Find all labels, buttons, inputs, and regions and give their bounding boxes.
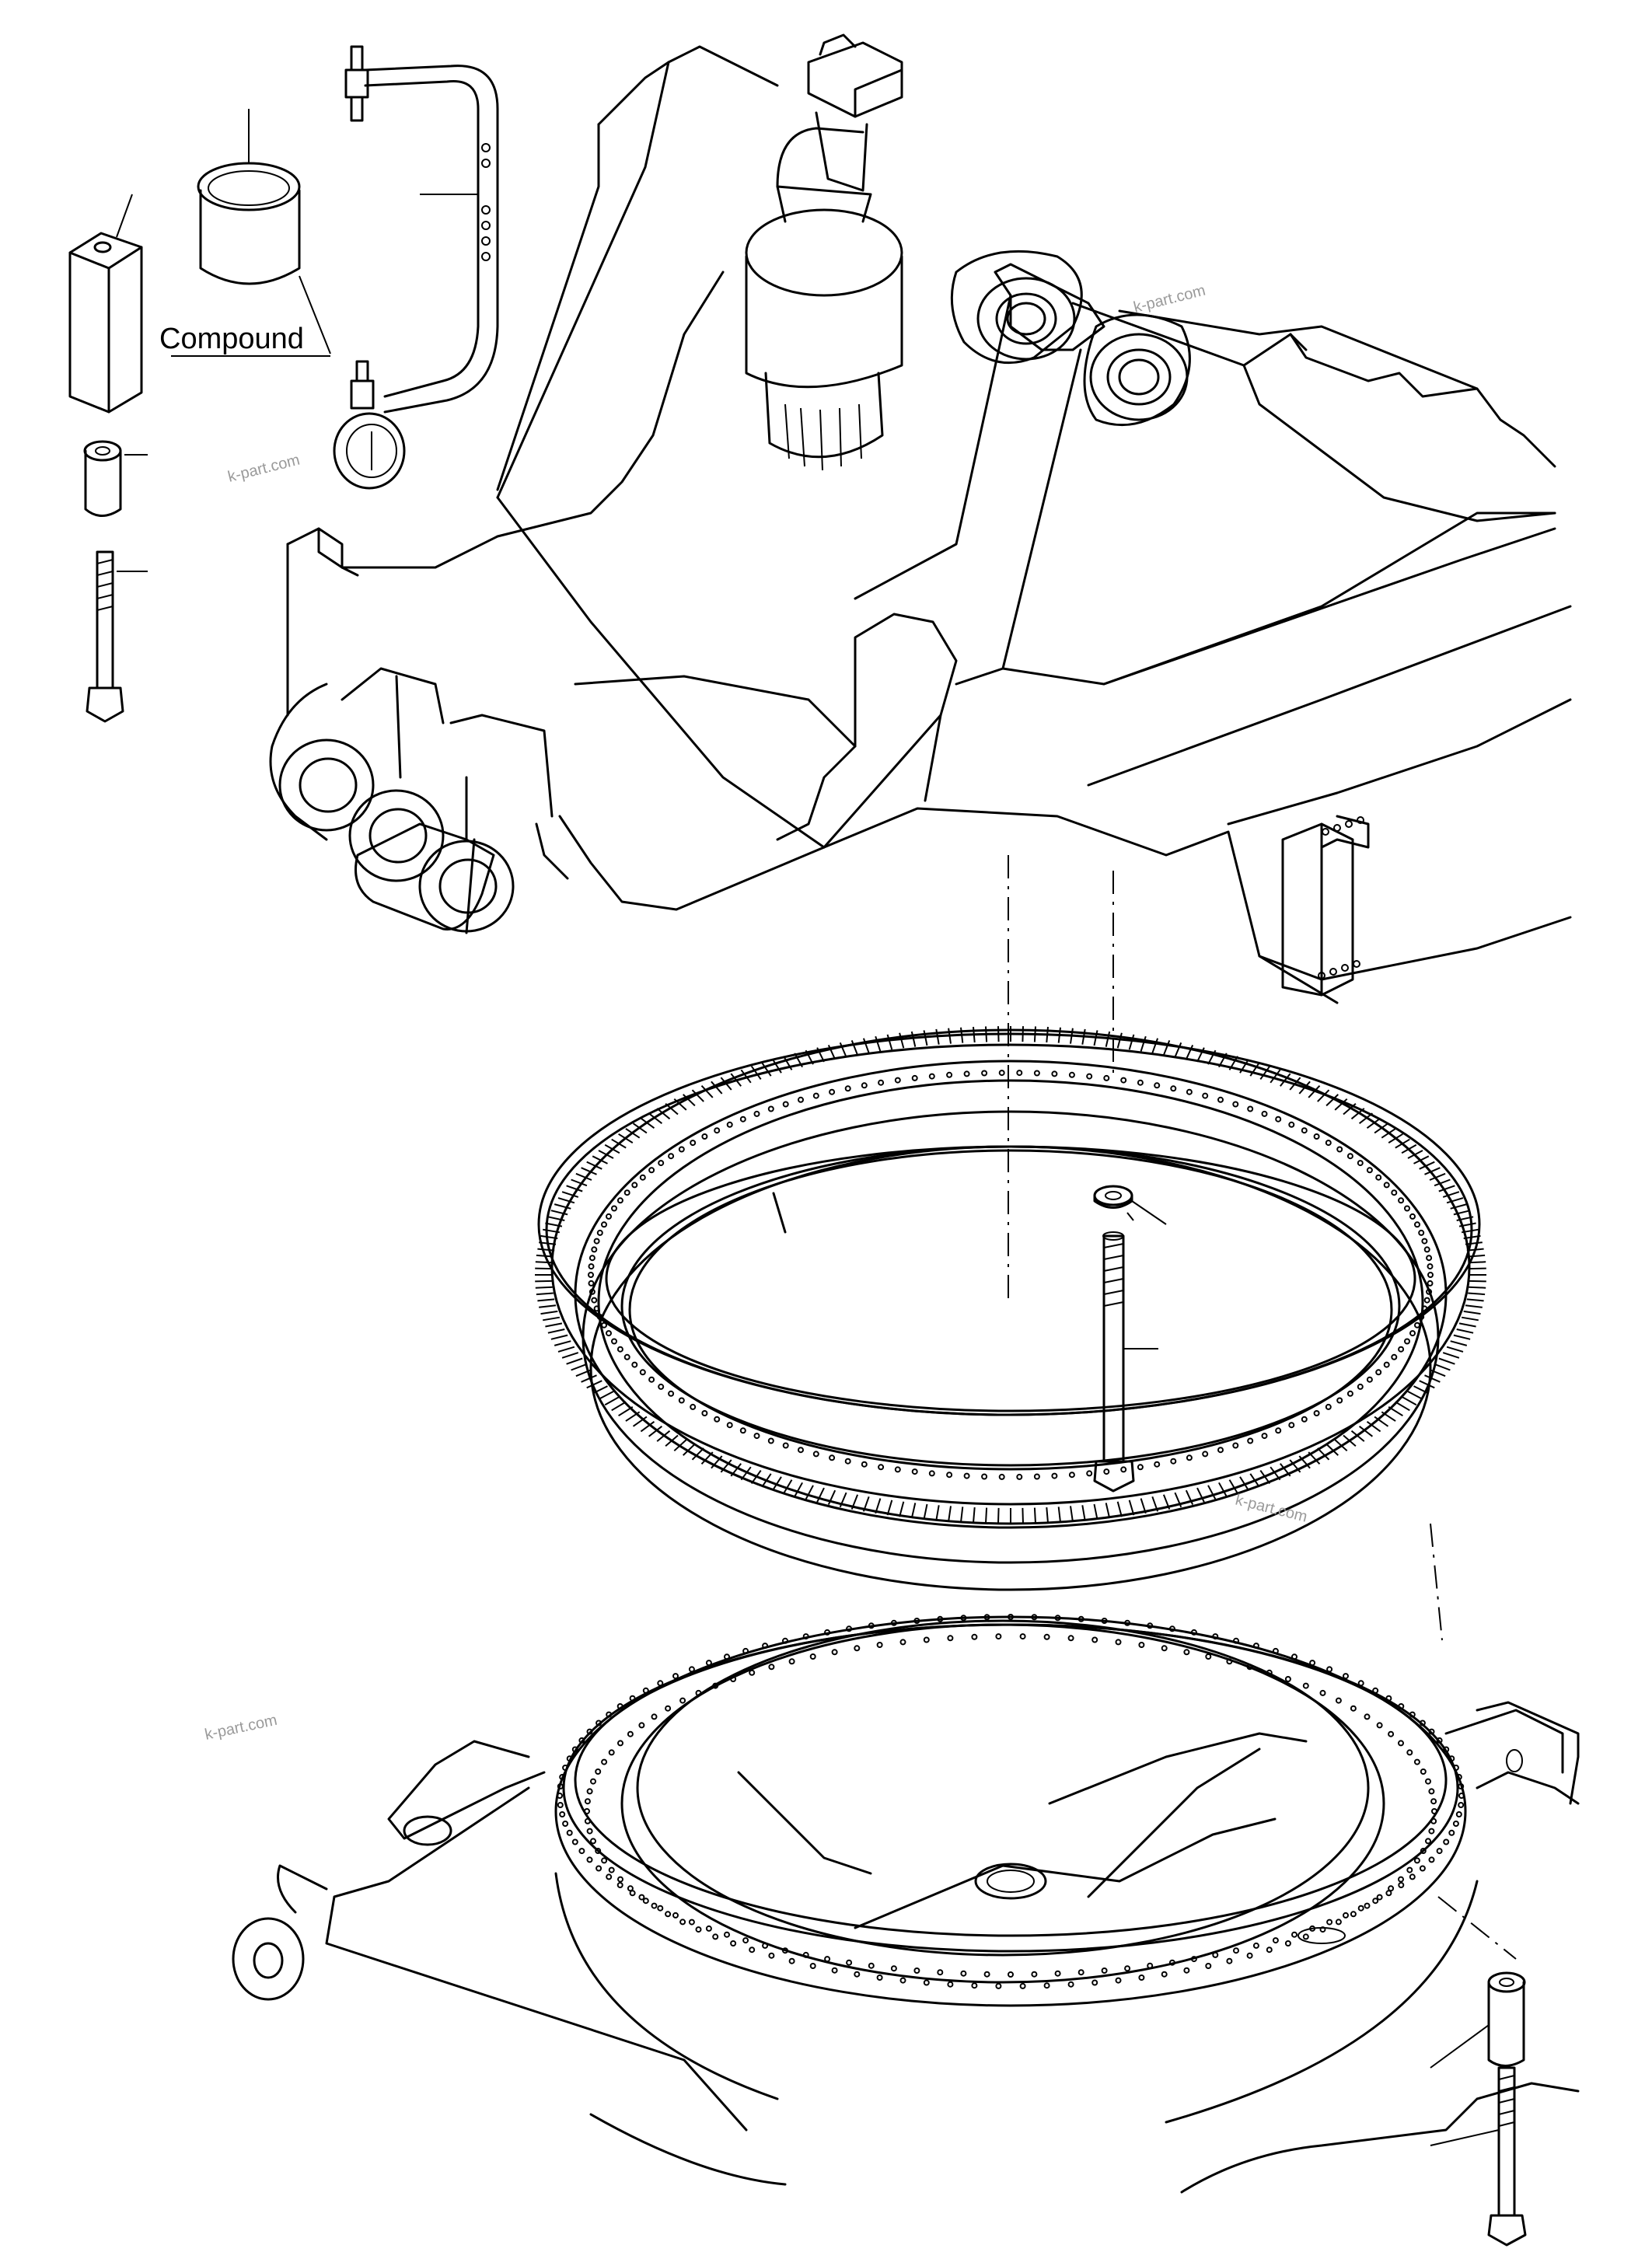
lower-spacer-and-bolt [1430, 1971, 1527, 2247]
tool-block-part [68, 194, 143, 414]
compound-label: Compound [159, 323, 304, 355]
boom-bracket [950, 250, 1191, 427]
watermark-text: k-part.com [1132, 282, 1207, 316]
watermark-text: k-part.com [1234, 1492, 1309, 1526]
swivel-joint [745, 33, 903, 471]
bolt-part-left [86, 550, 148, 723]
ring-center-lines [1008, 855, 1517, 1960]
swing-circle-bolt-holes [557, 1070, 1465, 1989]
cylinder-brackets-left [269, 667, 569, 934]
lower-track-frame [232, 1615, 1580, 2194]
swing-circle-gear-teeth [535, 1026, 1486, 1524]
ring-bolt-and-washer [1093, 1185, 1167, 1493]
watermark-text: k-part.com [226, 452, 302, 486]
watermark-text: k-part.com [203, 1712, 278, 1744]
compound-cup [171, 109, 331, 357]
grease-fitting-pipe [333, 45, 499, 490]
upper-revolving-frame [286, 45, 1572, 1004]
bushing-part [83, 440, 148, 517]
